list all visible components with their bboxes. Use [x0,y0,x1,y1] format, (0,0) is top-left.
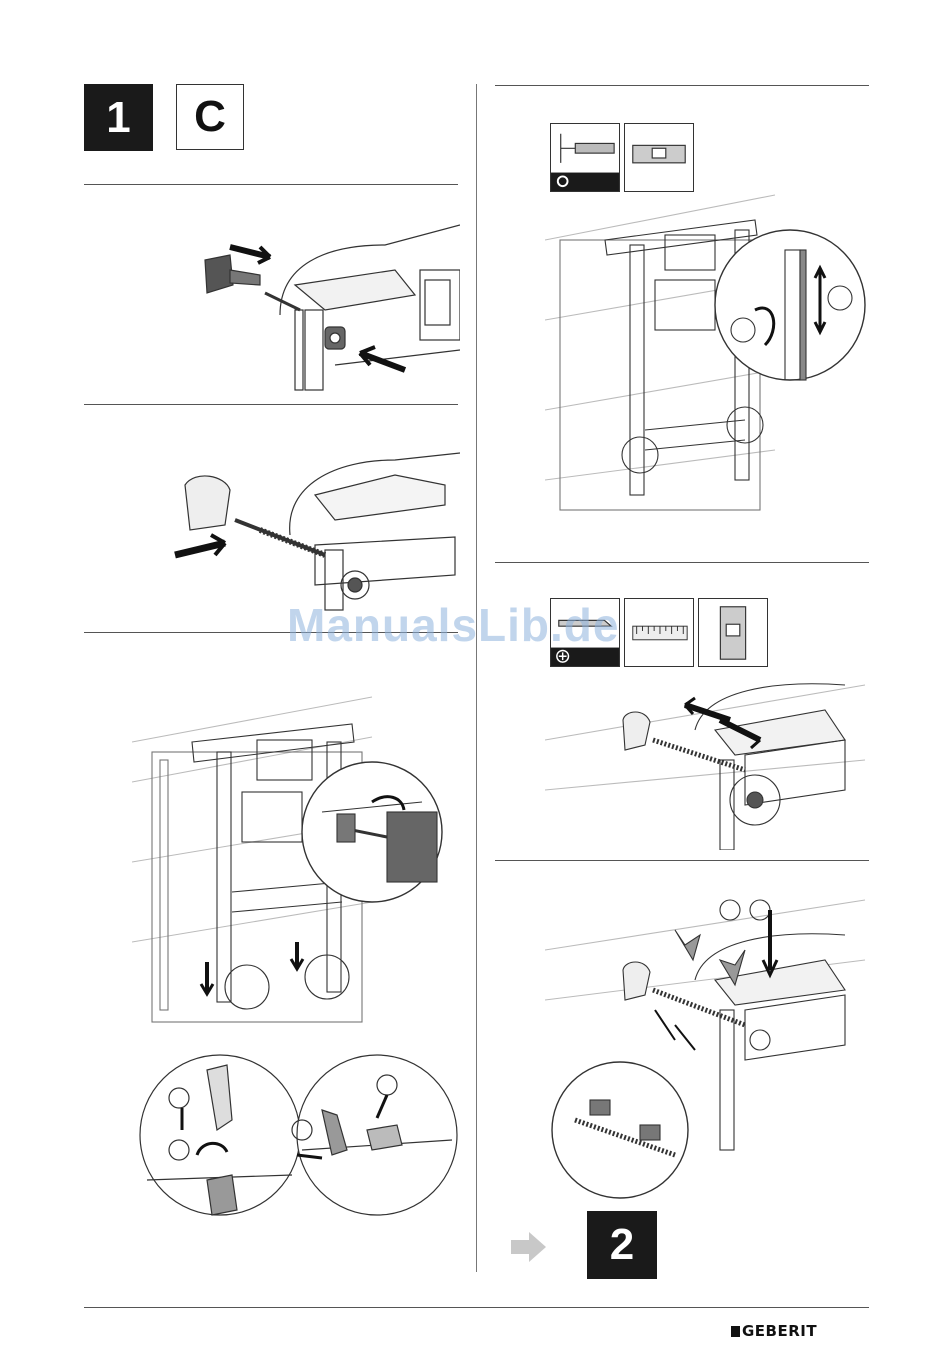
brand-square-icon [731,1326,740,1337]
watermark: ManualsLib.de [287,598,619,652]
right-divider-1 [495,85,869,86]
footer-divider [84,1307,869,1308]
column-divider [476,84,477,1272]
illustration-adjust-rod [545,670,870,850]
illustration-loosen-anchor [185,215,460,393]
illustration-insert-threaded-rod [165,445,460,615]
brand-name: GEBERIT [742,1322,817,1340]
brand-logo: GEBERIT [731,1322,817,1340]
right-divider-2 [495,562,869,563]
step-number-box: 1 [84,84,153,151]
illustration-frame-mount [132,662,462,1032]
next-step-box: 2 [587,1211,657,1279]
arrow-right-icon [511,1232,546,1262]
right-divider-3 [495,860,869,861]
nut-icon [325,327,345,349]
left-divider-2 [84,404,458,405]
next-step-arrow [511,1232,546,1262]
tool-level-box [698,598,768,667]
illustration-frame-leveling [545,180,870,520]
step-number: 1 [106,93,130,143]
anchor-bolt-icon [205,255,300,310]
variant-letter: C [194,92,226,142]
tool-ruler-box [624,598,694,667]
illustration-fit-clips [545,890,870,1200]
illustration-foot-clips-detail [137,1040,460,1230]
variant-letter-box: C [176,84,244,150]
left-divider-1 [84,184,458,185]
next-step-number: 2 [610,1220,634,1270]
